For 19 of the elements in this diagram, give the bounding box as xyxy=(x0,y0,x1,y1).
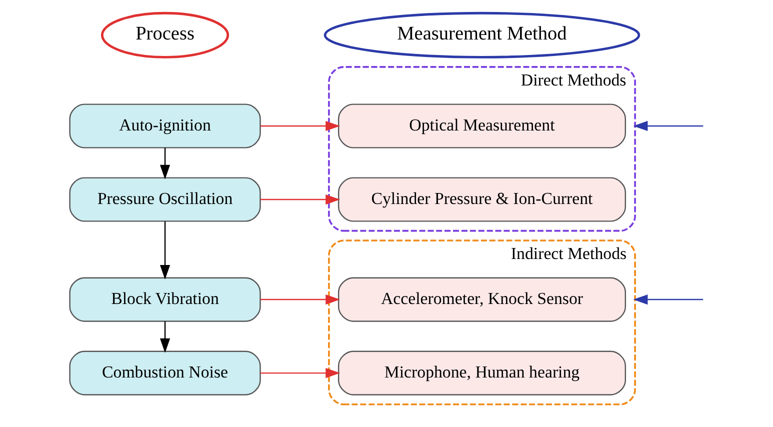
arrow xyxy=(632,120,703,132)
arrow xyxy=(260,368,340,378)
node-ellipse: Measurement Method xyxy=(323,12,640,58)
arrow xyxy=(159,148,170,180)
node-box: Auto-ignition xyxy=(68,104,260,148)
node-box: Optical Measurement xyxy=(337,104,626,148)
arrow xyxy=(260,294,340,305)
node-ellipse: Process xyxy=(100,12,229,58)
arrow xyxy=(260,120,340,132)
node-box: Block Vibration xyxy=(68,277,260,322)
arrow xyxy=(260,194,340,205)
arrow xyxy=(159,321,170,353)
node-box: Microphone, Human hearing xyxy=(337,350,626,396)
arrow xyxy=(632,294,703,305)
node-box: Pressure Oscillation xyxy=(68,177,260,222)
node-box: Combustion Noise xyxy=(68,350,260,396)
node-box: Accelerometer, Knock Sensor xyxy=(337,277,626,322)
node-box: Cylinder Pressure & Ion-Current xyxy=(337,177,626,222)
arrow xyxy=(159,221,170,280)
